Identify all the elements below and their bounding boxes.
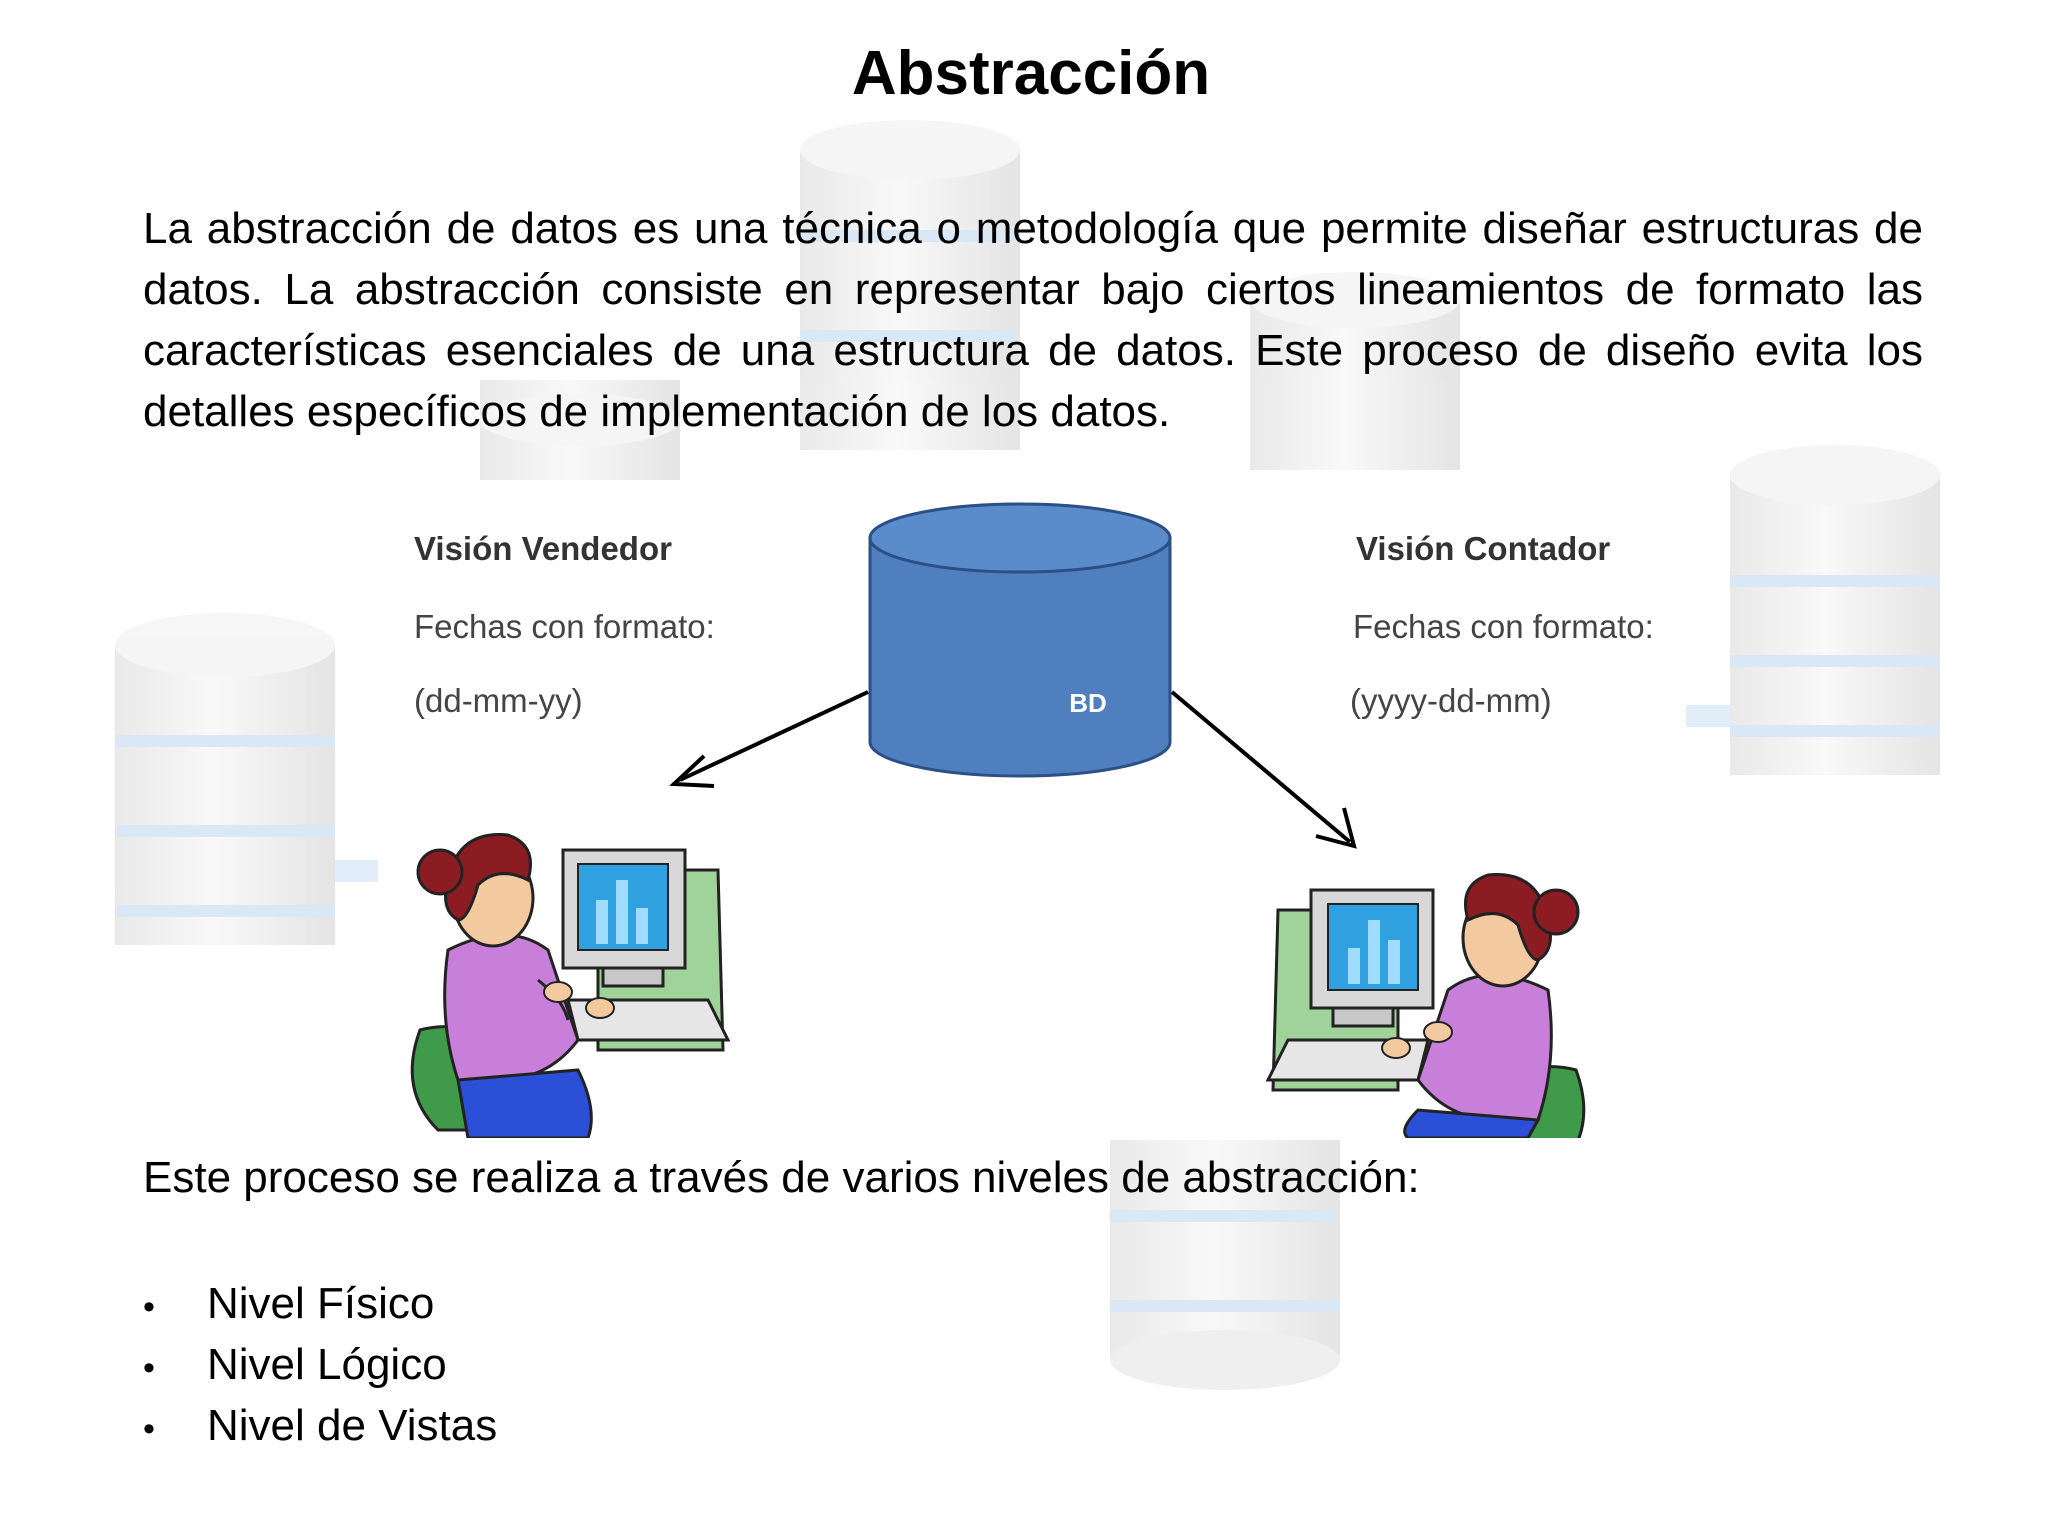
- bullet: •: [143, 1288, 155, 1326]
- levels-list: • Nivel Físico • Nivel Lógico • Nivel de Vi…: [143, 1273, 497, 1456]
- database-cylinder-icon: [868, 502, 1172, 778]
- right-view-heading: Visión Contador: [1356, 530, 1611, 567]
- level-label: Nivel Lógico: [207, 1340, 447, 1389]
- level-label: Nivel de Vistas: [207, 1401, 498, 1450]
- diagram-graphics: [410, 502, 1586, 1138]
- abstraction-diagram: Visión Vendedor Fechas con formato: (dd-…: [378, 480, 1686, 1138]
- left-view-format-label: Fechas con formato:: [414, 608, 715, 645]
- left-view-heading: Visión Vendedor: [414, 530, 672, 567]
- bg-database-icon: [800, 120, 1020, 450]
- right-view-format-label: Fechas con formato:: [1353, 608, 1654, 645]
- bullet: •: [143, 1410, 155, 1448]
- bg-database-icon: [1110, 1140, 1340, 1390]
- levels-intro: Este proceso se realiza a través de vari…: [143, 1153, 1420, 1202]
- database-label: BD: [1069, 688, 1107, 718]
- bg-database-icon: [480, 380, 680, 480]
- arrow-icon: [669, 690, 869, 788]
- bg-database-icon: [1250, 272, 1460, 470]
- bg-database-icon: [1685, 445, 1940, 775]
- person-at-computer-icon: [1265, 873, 1586, 1138]
- list-item: • Nivel Lógico: [143, 1334, 497, 1395]
- list-item: • Nivel de Vistas: [143, 1395, 497, 1456]
- right-view-format-value: (yyyy-dd-mm): [1350, 682, 1552, 719]
- description-paragraph: La abstracción de datos es una técnica o…: [143, 204, 1923, 436]
- slide-title: Abstracción: [851, 39, 1211, 108]
- bg-database-icon: [115, 613, 395, 945]
- person-at-computer-icon: [410, 833, 731, 1138]
- arrow-icon: [1170, 690, 1357, 849]
- left-view-format-value: (dd-mm-yy): [414, 682, 583, 719]
- bullet: •: [143, 1349, 155, 1387]
- level-label: Nivel Físico: [207, 1279, 435, 1328]
- list-item: • Nivel Físico: [143, 1273, 497, 1334]
